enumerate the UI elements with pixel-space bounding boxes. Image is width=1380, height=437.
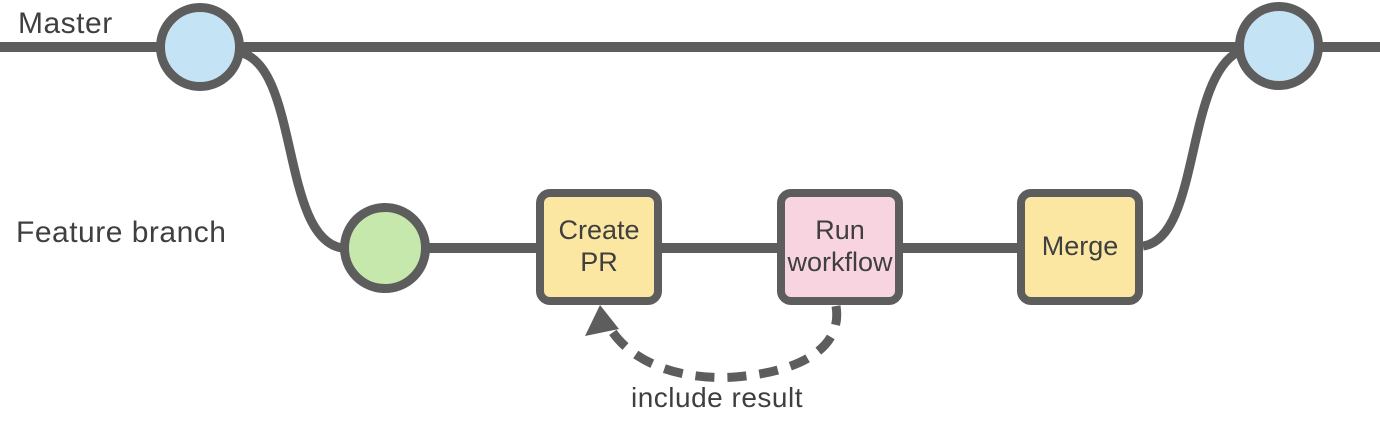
feature-branch-lane-label: Feature branch <box>16 216 227 249</box>
master-lane-label: Master <box>18 7 113 40</box>
step-merge: Merge <box>1017 189 1143 305</box>
master-commit-node-left <box>156 3 244 91</box>
feature-commit-node <box>340 203 430 293</box>
merge-in-curve <box>1141 48 1241 251</box>
master-commit-node-right <box>1235 2 1323 90</box>
step-create-pr: Create PR <box>536 189 662 305</box>
include-result-annotation: include result <box>631 382 803 413</box>
include-result-arrow-curve <box>606 305 842 382</box>
include-result-arrowhead-icon <box>585 305 619 336</box>
step-run-workflow: Run workflow <box>777 189 903 305</box>
branch-out-curve <box>236 47 344 253</box>
